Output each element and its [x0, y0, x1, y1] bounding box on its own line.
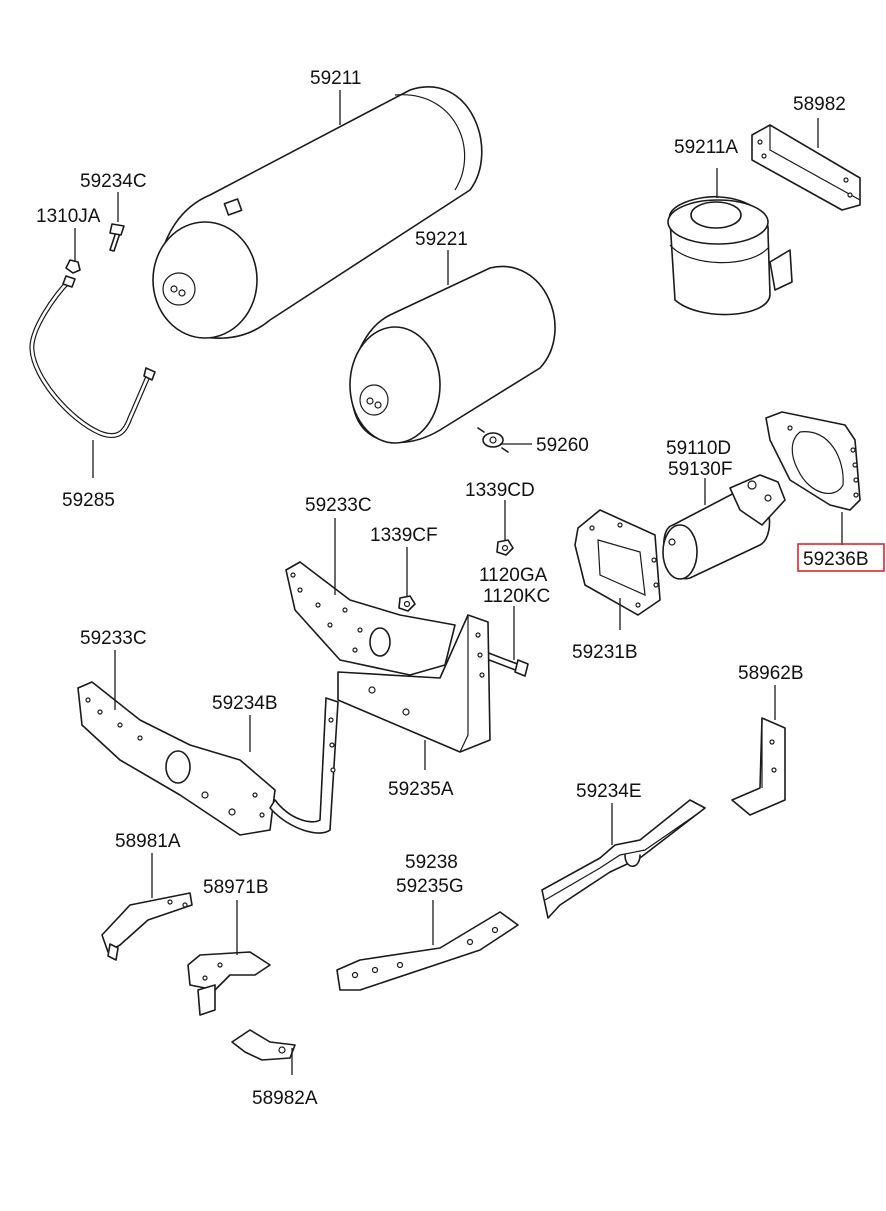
bracket-58982A	[231, 1029, 296, 1061]
bracket-59233C-left	[77, 681, 276, 836]
bracket-59233C-top	[285, 561, 456, 676]
label-58982A: 58982A	[252, 1088, 318, 1109]
label-1310JA: 1310JA	[36, 206, 101, 227]
strap-59234B	[269, 697, 339, 834]
label-58982: 58982	[793, 94, 846, 115]
air-tank-small	[349, 265, 556, 444]
drain-valve	[477, 427, 509, 453]
bracket-59236B	[765, 411, 861, 511]
bracket-58971B	[187, 951, 271, 1016]
label-59260: 59260	[536, 435, 589, 456]
nut-1339CF	[398, 595, 416, 612]
bracket-58982	[751, 124, 861, 211]
label-59233C-top: 59233C	[305, 495, 372, 516]
air-tank-large	[152, 86, 483, 339]
air-dryer	[662, 474, 786, 580]
label-59235G: 59235G	[396, 876, 464, 897]
label-59285: 59285	[62, 490, 115, 511]
label-59221: 59221	[415, 229, 468, 250]
nut-1339CD	[496, 539, 514, 556]
label-1339CF: 1339CF	[370, 525, 438, 546]
label-59238: 59238	[405, 852, 458, 873]
channel-59234E	[541, 799, 706, 919]
bolt-59234C	[109, 223, 125, 252]
label-59234E: 59234E	[576, 781, 642, 802]
highlight-box-59236B	[797, 543, 885, 572]
crossmember-59238	[336, 911, 519, 991]
label-58981A: 58981A	[115, 831, 181, 852]
label-59235A: 59235A	[388, 779, 454, 800]
label-59234B: 59234B	[212, 693, 278, 714]
bolt-1120GA	[483, 651, 529, 677]
label-58962B: 58962B	[738, 663, 804, 684]
label-59211A: 59211A	[674, 137, 738, 158]
label-59233C-left: 59233C	[80, 628, 147, 649]
plate-59231B	[574, 509, 661, 616]
label-1120KC: 1120KC	[483, 586, 550, 607]
label-59110D: 59110D	[666, 438, 731, 459]
bracket-58962B	[731, 717, 786, 816]
bracket-58981A	[101, 892, 193, 961]
label-59130F: 59130F	[668, 459, 732, 480]
label-59211: 59211	[310, 68, 361, 89]
label-59234C: 59234C	[80, 171, 147, 192]
leader-lines	[74, 90, 843, 1075]
label-59231B: 59231B	[572, 642, 638, 663]
label-58971B: 58971B	[203, 877, 269, 898]
bracket-59235A	[337, 614, 491, 753]
hose-assembly	[29, 259, 156, 439]
label-1339CD: 1339CD	[465, 480, 535, 501]
air-chamber	[667, 195, 793, 316]
label-59236B[interactable]: 59236B	[803, 549, 869, 570]
label-1120GA: 1120GA	[479, 565, 548, 586]
